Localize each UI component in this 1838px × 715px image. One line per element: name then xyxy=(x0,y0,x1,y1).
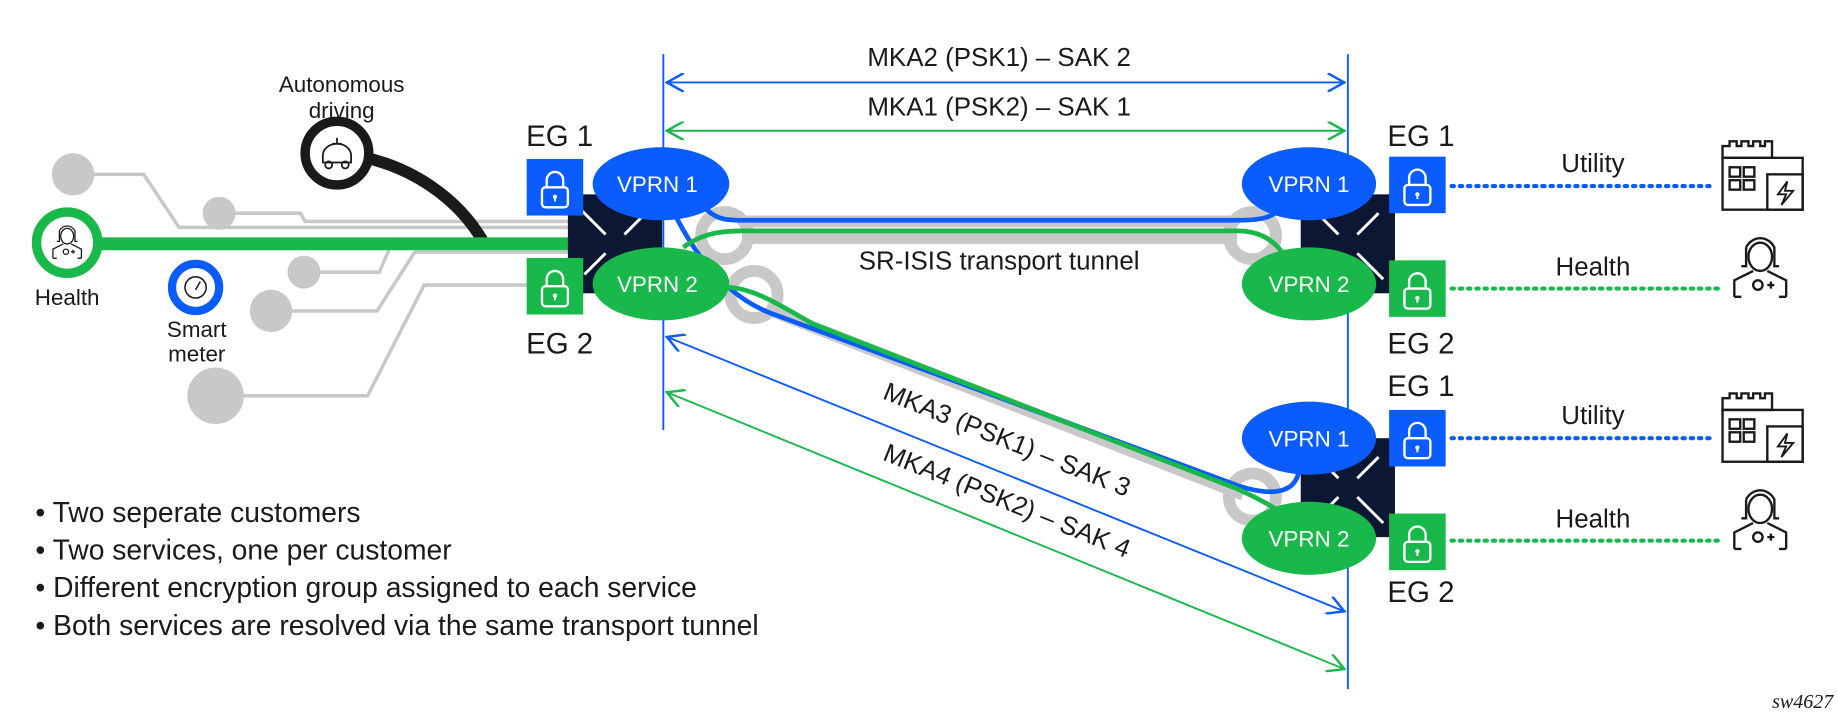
autonomous-label-2: driving xyxy=(309,98,375,123)
eg1-label-left: EG 1 xyxy=(526,120,593,153)
utility-label-bottom: Utility xyxy=(1561,402,1624,430)
factory-icon xyxy=(1721,392,1804,463)
mka4-label: MKA4 (PSK2) – SAK 4 xyxy=(879,439,1134,564)
vprn2-left[interactable] xyxy=(592,247,730,321)
vprn2-right-top-label: VPRN 2 xyxy=(1269,272,1350,297)
health-label-top: Health xyxy=(1555,254,1630,282)
autonomous-label-1: Autonomous xyxy=(279,72,405,97)
bullet-item: • Two services, one per customer xyxy=(35,534,451,566)
vprn1-left[interactable] xyxy=(592,147,730,221)
autonomous-driving-endpoint[interactable] xyxy=(300,116,374,190)
vprn2-right-top[interactable] xyxy=(1241,247,1377,321)
eg1-label-right-bottom: EG 1 xyxy=(1387,370,1454,403)
vprn2-right-bottom-label: VPRN 2 xyxy=(1269,527,1350,552)
vprn1-right-top-label: VPRN 1 xyxy=(1269,172,1350,197)
health-label-bottom: Health xyxy=(1555,506,1630,534)
vprn1-right-bottom[interactable] xyxy=(1241,401,1377,475)
mka2-label: MKA2 (PSK1) – SAK 2 xyxy=(867,44,1131,72)
eg2-label-right-bottom: EG 2 xyxy=(1387,576,1454,609)
doctor-icon xyxy=(1733,237,1788,299)
bullet-item: • Both services are resolved via the sam… xyxy=(35,609,758,641)
utility-label-top: Utility xyxy=(1561,150,1624,178)
vprn1-right-bottom-label: VPRN 1 xyxy=(1269,426,1350,451)
bullet-item: • Two seperate customers xyxy=(35,496,360,528)
smart-meter-label-2: meter xyxy=(168,342,226,367)
vprn1-service-path xyxy=(667,201,1301,495)
mka4-arrow xyxy=(667,392,1344,669)
mka1-label: MKA1 (PSK2) – SAK 1 xyxy=(867,93,1131,121)
factory-icon xyxy=(1721,140,1804,211)
right-bottom-pe-node[interactable]: VPRN 1 VPRN 2 xyxy=(1241,401,1446,575)
vprn1-left-label: VPRN 1 xyxy=(617,172,698,197)
car-icon xyxy=(321,137,352,170)
tunnel-label: SR-ISIS transport tunnel xyxy=(859,248,1140,276)
right-top-pe-node[interactable]: VPRN 1 VPRN 2 xyxy=(1241,147,1446,321)
bullet-list: • Two seperate customers • Two services,… xyxy=(35,496,758,641)
doctor-icon xyxy=(1733,489,1788,551)
health-label-left: Health xyxy=(35,285,100,310)
vprn1-right-top[interactable] xyxy=(1241,147,1377,221)
eg1-label-right-top: EG 1 xyxy=(1387,120,1454,153)
bullet-item: • Different encryption group assigned to… xyxy=(35,571,697,603)
smart-meter-label-1: Smart xyxy=(167,317,227,342)
eg2-label-left: EG 2 xyxy=(526,327,593,360)
vprn2-left-label: VPRN 2 xyxy=(617,272,698,297)
autonomous-link xyxy=(352,149,489,245)
circuit-decorations xyxy=(73,172,578,398)
health-endpoint[interactable] xyxy=(31,207,103,278)
smart-meter-endpoint[interactable] xyxy=(167,259,224,316)
left-pe-node[interactable]: VPRN 1 VPRN 2 xyxy=(526,147,730,321)
eg2-label-right-top: EG 2 xyxy=(1387,327,1454,360)
circuit-nodes xyxy=(51,153,321,425)
vprn2-right-bottom[interactable] xyxy=(1241,501,1377,575)
figure-id: sw4627 xyxy=(1772,691,1834,713)
gauge-icon xyxy=(184,276,207,299)
